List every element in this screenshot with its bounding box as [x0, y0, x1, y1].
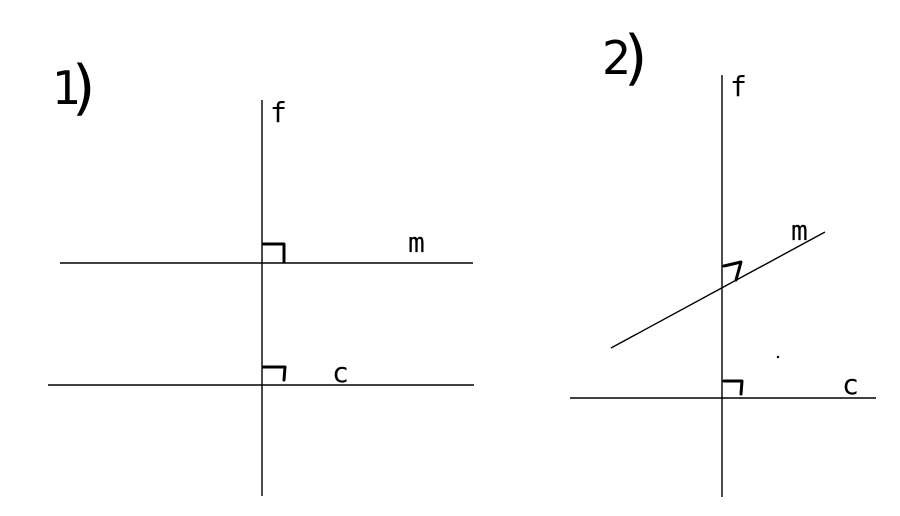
figure-2-right-angle-fc	[722, 379, 744, 396]
figure-2-number: 2	[602, 31, 631, 85]
figure-1: 1 ) f m c	[48, 53, 474, 496]
figure-2-label-m: m	[791, 214, 808, 247]
figure-1-number: 1	[52, 61, 81, 115]
figure-2-label-f: f	[730, 70, 747, 103]
figure-1-label-c: c	[332, 356, 349, 389]
figure-1-paren: )	[72, 53, 95, 123]
figure-1-label-f: f	[270, 96, 287, 129]
figure-1-right-angle-fm	[261, 242, 286, 264]
figure-1-right-angle-fc	[261, 365, 287, 382]
figure-2-angle-fm	[722, 260, 743, 282]
figure-2-line-m	[610, 231, 826, 349]
figure-2-label-c: c	[842, 368, 859, 401]
figure-1-label-m: m	[408, 226, 425, 259]
stray-dot	[776, 355, 780, 359]
figure-2-paren: )	[624, 23, 647, 93]
figure-2: 2 ) f m c	[570, 23, 876, 497]
